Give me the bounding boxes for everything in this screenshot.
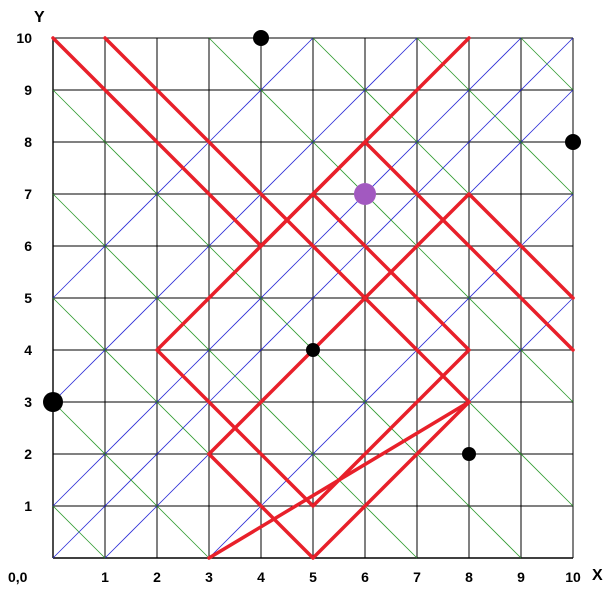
- y-tick-label: 5: [24, 290, 32, 306]
- red-path: [155, 140, 471, 508]
- y-tick-label: 7: [24, 186, 32, 202]
- y-tick-label: 8: [24, 134, 32, 150]
- data-point: [565, 134, 581, 150]
- green-diagonal-line: [520, 37, 574, 91]
- blue-diagonal-line: [52, 37, 574, 559]
- x-tick-label: 7: [413, 569, 421, 585]
- blue-diagonal-line: [52, 37, 522, 507]
- x-tick-label: 1: [101, 569, 109, 585]
- y-tick-label: 1: [24, 498, 32, 514]
- green-diagonal-line: [52, 193, 418, 559]
- red-path: [363, 140, 575, 352]
- tick-labels: 1 1 2 2 3 3 4 4 5 5 6 6 7 7 8 8 9 9 10 10: [16, 30, 581, 585]
- y-tick-label: 4: [24, 342, 32, 358]
- red-path: [51, 36, 263, 248]
- red-path-lines: [51, 36, 575, 560]
- x-tick-label: 5: [309, 569, 317, 585]
- blue-diagonal-line: [208, 193, 574, 559]
- x-tick-label: 4: [257, 569, 265, 585]
- x-axis-label: X: [592, 567, 603, 584]
- x-tick-label: 6: [361, 569, 369, 585]
- y-tick-label: 3: [24, 394, 32, 410]
- data-point: [306, 343, 320, 357]
- y-axis-label: Y: [34, 9, 45, 26]
- green-diagonal-line: [208, 37, 574, 403]
- x-tick-label: 10: [565, 569, 581, 585]
- x-tick-label: 2: [153, 569, 161, 585]
- green-diagonal-line: [52, 505, 106, 559]
- origin-label: 0,0: [8, 569, 28, 585]
- red-path: [207, 400, 471, 560]
- data-points: [43, 30, 581, 461]
- x-tick-label: 3: [205, 569, 213, 585]
- y-tick-label: 10: [16, 30, 32, 46]
- data-point: [43, 392, 63, 412]
- y-tick-label: 9: [24, 82, 32, 98]
- green-diagonal-line: [52, 401, 210, 559]
- y-tick-label: 2: [24, 446, 32, 462]
- y-tick-label: 6: [24, 238, 32, 254]
- x-tick-label: 8: [465, 569, 473, 585]
- data-point: [462, 447, 476, 461]
- green-diagonal-line: [52, 89, 522, 559]
- red-path: [207, 192, 575, 456]
- x-tick-label: 9: [517, 569, 525, 585]
- green-diagonal-lines: [52, 37, 574, 559]
- data-point: [253, 30, 269, 46]
- highlight-point: [354, 183, 376, 205]
